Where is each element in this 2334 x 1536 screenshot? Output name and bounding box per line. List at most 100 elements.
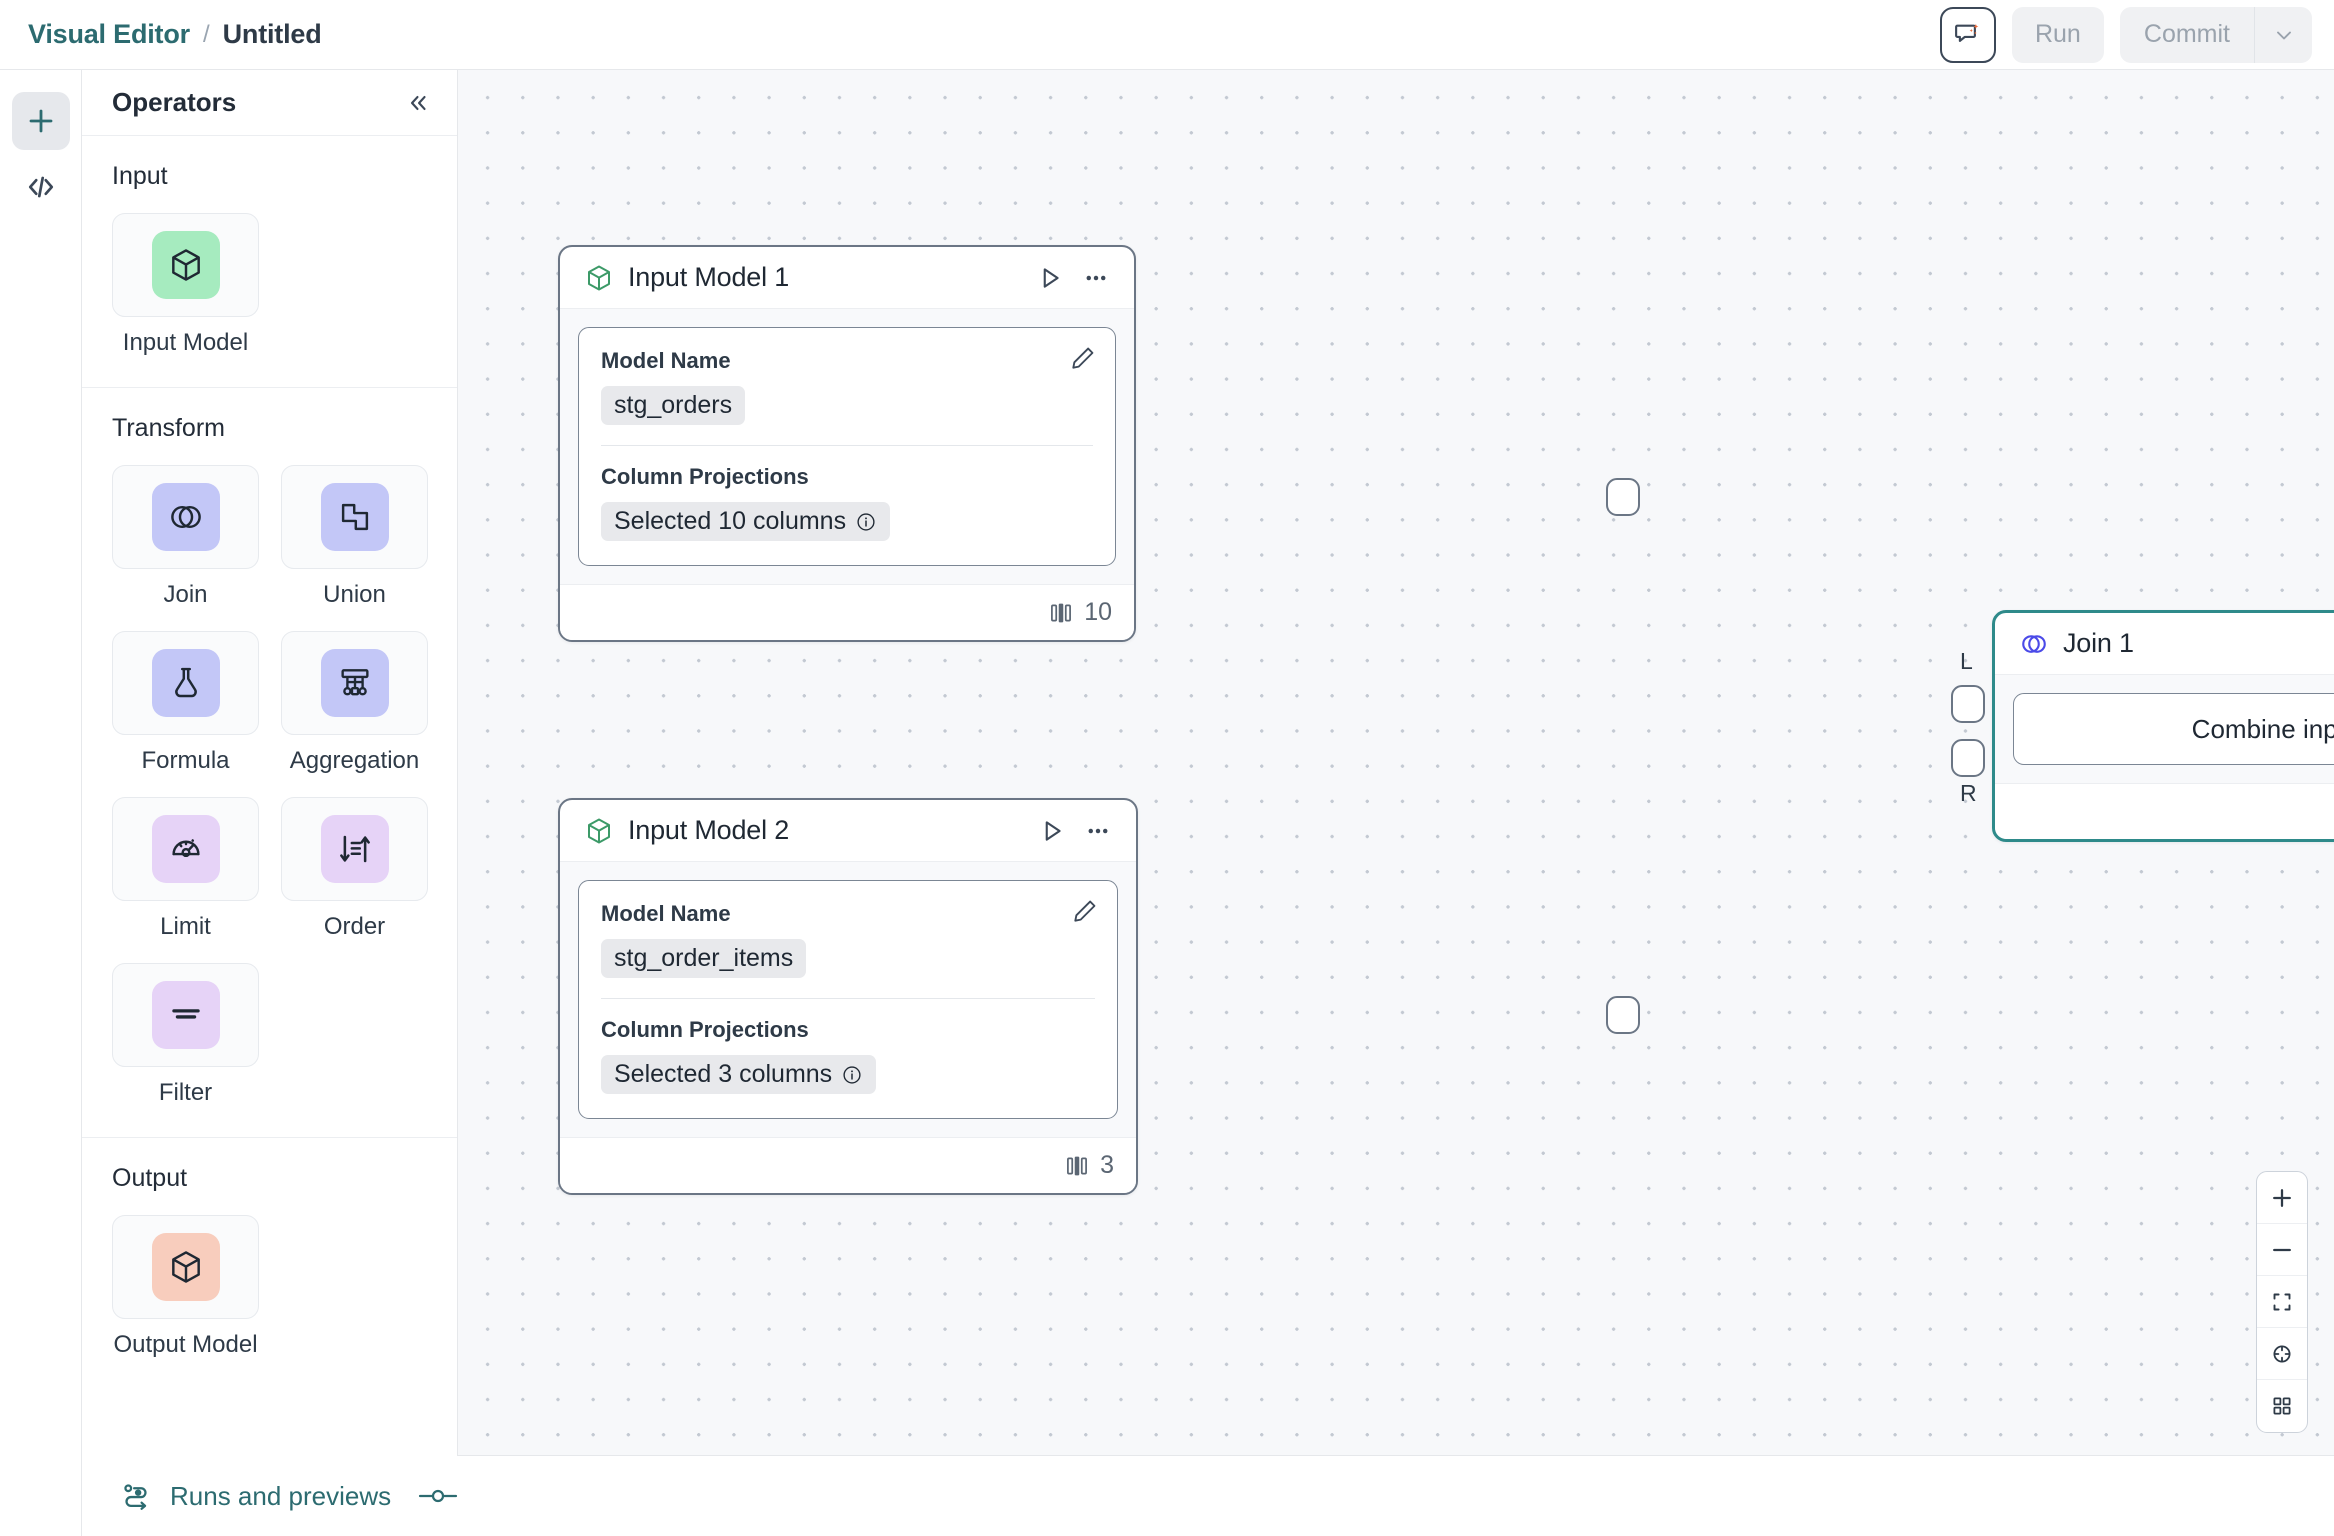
rail-code-button[interactable] — [12, 158, 70, 216]
union-shapes-icon — [341, 503, 368, 531]
left-icon-rail — [0, 70, 82, 1456]
operators-panel-header: Operators — [82, 70, 457, 136]
operator-chip — [151, 1233, 220, 1301]
node-header: Join 1 — [1995, 613, 2334, 675]
cube-icon — [584, 816, 614, 846]
operator-aggregation[interactable]: Aggregation — [281, 631, 428, 775]
node-menu-button[interactable] — [1080, 262, 1112, 294]
node-join-1[interactable]: Join 1 — [1992, 610, 2334, 842]
center-view-button[interactable] — [2257, 1328, 2307, 1380]
operator-label: Output Model — [113, 1331, 258, 1358]
slider-handle-icon — [419, 1489, 458, 1503]
operator-label: Limit — [160, 913, 211, 940]
ai-assistant-button[interactable] — [1939, 6, 1996, 63]
node-body: Model Name stg_order_items Column Projec… — [560, 862, 1136, 1137]
operator-chip — [320, 483, 389, 551]
gauge-icon — [171, 839, 200, 858]
rail-add-button[interactable] — [11, 92, 70, 150]
info-icon — [857, 512, 875, 531]
columns-icon — [1067, 1156, 1088, 1175]
column-count: 3 — [1100, 1151, 1114, 1179]
operator-filter[interactable]: Filter — [112, 963, 259, 1107]
columns-icon — [1051, 603, 1072, 622]
operator-tile — [112, 631, 259, 735]
collapse-panel-button[interactable] — [405, 90, 431, 116]
operator-grid: Output Model — [112, 1215, 427, 1359]
app-header: Visual Editor / Untitled Run Commit — [0, 0, 2334, 70]
operator-tile — [112, 465, 259, 569]
operator-label: Order — [323, 913, 386, 940]
run-button[interactable]: Run — [2011, 6, 2104, 63]
input-port-join-left[interactable] — [1951, 685, 1985, 723]
zoom-out-button[interactable] — [2257, 1224, 2307, 1276]
ellipsis-icon — [1088, 828, 1108, 833]
page-title: Untitled — [222, 19, 322, 49]
column-projections-value[interactable]: Selected 3 columns — [601, 1055, 877, 1094]
operator-chip — [151, 231, 220, 299]
operator-tile — [281, 631, 428, 735]
node-input-model-2[interactable]: Input Model 2 — [558, 798, 1138, 1195]
node-input-model-1[interactable]: Input Model 1 — [558, 245, 1136, 642]
node-footer: 10 — [560, 584, 1134, 640]
header-actions: Run Commit — [1939, 6, 2312, 63]
combine-inputs-button[interactable]: Combine inputs — [2013, 693, 2334, 765]
operator-union[interactable]: Union — [281, 465, 428, 609]
node-title: Input Model 1 — [628, 262, 790, 292]
operator-input-model[interactable]: Input Model — [112, 213, 259, 357]
operator-chip — [151, 483, 220, 551]
column-projections-value[interactable]: Selected 10 columns — [601, 502, 891, 541]
operator-tile — [281, 465, 428, 569]
operator-group-title: Transform — [112, 414, 225, 442]
breadcrumb-visual-editor[interactable]: Visual Editor — [28, 19, 190, 49]
model-name-value[interactable]: stg_orders — [601, 386, 746, 425]
aggregation-tree-icon — [340, 669, 369, 696]
operator-order[interactable]: Order — [281, 797, 428, 941]
edit-model-button[interactable] — [1071, 897, 1099, 930]
crosshair-icon — [2273, 1345, 2291, 1362]
flask-icon — [174, 667, 197, 698]
operator-chip — [320, 649, 389, 717]
commit-button[interactable]: Commit — [2120, 7, 2254, 63]
runs-area: Runs and previews — [82, 1480, 459, 1512]
cube-icon — [171, 249, 200, 281]
operator-chip — [320, 815, 389, 883]
zoom-in-button[interactable] — [2257, 1172, 2307, 1224]
node-config-card: Model Name stg_orders Column Projections… — [578, 327, 1116, 566]
output-port-input-model-1[interactable] — [1606, 478, 1640, 516]
code-brackets-icon — [28, 176, 53, 198]
pencil-icon — [1072, 347, 1094, 369]
commit-dropdown-button[interactable] — [2254, 6, 2312, 63]
chevron-double-left-icon — [410, 95, 426, 110]
edit-model-button[interactable] — [1069, 344, 1097, 377]
flow-canvas[interactable]: Input Model 1 — [458, 70, 2334, 1456]
node-run-button[interactable] — [1036, 815, 1068, 847]
input-port-join-right[interactable] — [1951, 739, 1985, 777]
operator-tile — [281, 797, 428, 901]
operator-join[interactable]: Join — [112, 465, 259, 609]
node-run-button[interactable] — [1034, 262, 1066, 294]
bottom-bar-rail-spacer — [0, 1456, 82, 1536]
model-name-label: Model Name — [601, 901, 731, 926]
commit-button-group: Commit — [2119, 6, 2312, 63]
output-port-input-model-2[interactable] — [1606, 996, 1640, 1034]
fit-view-button[interactable] — [2257, 1276, 2307, 1328]
operator-group-title: Output — [112, 1164, 188, 1192]
node-menu-button[interactable] — [1082, 815, 1114, 847]
breadcrumb-separator: / — [202, 20, 210, 48]
operator-formula[interactable]: Formula — [112, 631, 259, 775]
operator-label: Filter — [158, 1079, 213, 1106]
toggle-grid-button[interactable] — [2257, 1380, 2307, 1432]
info-icon — [843, 1065, 861, 1084]
join-left-port-label: L — [1960, 648, 1973, 674]
runs-panel-slider[interactable] — [417, 1483, 459, 1509]
runs-and-previews-button[interactable]: Runs and previews — [120, 1480, 391, 1512]
canvas-zoom-controls — [2256, 1171, 2308, 1433]
model-name-value[interactable]: stg_order_items — [601, 939, 807, 978]
node-header: Input Model 2 — [560, 800, 1136, 862]
operator-tile — [112, 1215, 259, 1319]
fit-frame-icon — [2273, 1293, 2291, 1310]
operator-limit[interactable]: Limit — [112, 797, 259, 941]
breadcrumb: Visual Editor / Untitled — [28, 19, 322, 50]
operator-output-model[interactable]: Output Model — [112, 1215, 259, 1359]
